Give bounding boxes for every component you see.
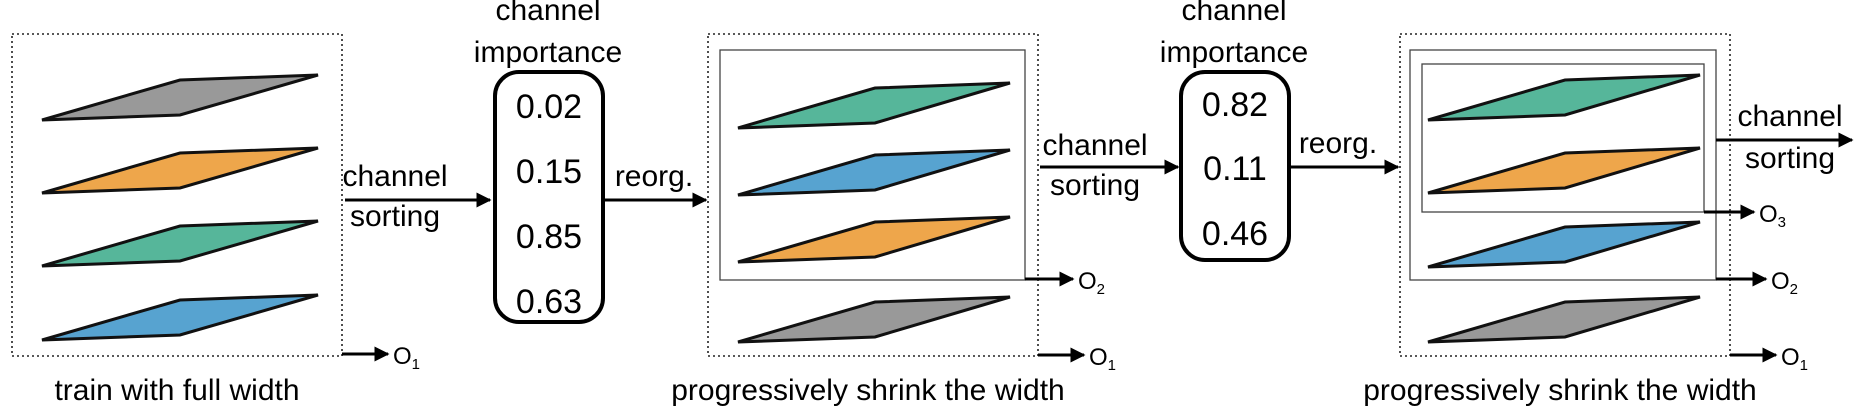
step2-importance-title-top: channel [1181, 0, 1286, 27]
panel3-output-label-1: O1 [1781, 344, 1808, 374]
step1-importance-value: 0.02 [516, 88, 582, 126]
panel3-tail-label-top: channel [1737, 100, 1842, 133]
step2-sorting: channel sorting channel importance 0.82 … [1040, 0, 1400, 262]
panel2-frame [707, 33, 1039, 357]
panel3-plate-2 [1427, 146, 1701, 195]
panel1-plate-3 [41, 219, 319, 268]
step1-importance-title-bottom: importance [474, 36, 622, 69]
step2-importance-title-bottom: importance [1160, 36, 1308, 69]
panel3-plate-4 [1427, 295, 1701, 344]
panel2-plate-1 [737, 81, 1011, 130]
panel2-output-label-1: O1 [1089, 344, 1116, 374]
step2-importance-value: 0.11 [1203, 150, 1267, 188]
panel1-caption: train with full width [54, 374, 299, 407]
panel1-output-label: O1 [393, 343, 420, 373]
panel-full-width: O1 train with full width [11, 33, 420, 407]
step2-reorg-label: reorg. [1299, 127, 1377, 160]
step1-importance-value: 0.15 [516, 153, 582, 191]
panel3-frame [1399, 33, 1731, 357]
step1-importance-value: 0.63 [516, 283, 582, 321]
panel2-plate-2 [737, 148, 1011, 197]
panel1-plate-2 [41, 146, 319, 195]
panel1-plate-1 [41, 73, 319, 122]
step1-importance-title-top: channel [495, 0, 600, 27]
panel-shrink-1: O2 O1 progressively shrink the width [671, 33, 1116, 407]
panel3-subnet-box-inner [1421, 63, 1705, 213]
panel3-plate-3 [1427, 220, 1701, 269]
panel1-plate-4 [41, 293, 319, 342]
panel2-plate-4 [737, 295, 1011, 344]
step1-sorting: channel sorting channel importance 0.02 … [342, 0, 708, 324]
panel1-frame [11, 33, 343, 357]
step1-importance-box [493, 70, 605, 324]
panel3-output-label-2: O2 [1771, 268, 1798, 298]
step2-sort-label-bottom: sorting [1050, 169, 1140, 202]
step2-importance-box [1179, 70, 1291, 262]
step2-sort-label-top: channel [1042, 129, 1147, 162]
panel2-caption: progressively shrink the width [671, 374, 1065, 407]
step2-importance-value: 0.82 [1202, 86, 1268, 124]
panel3-subnet-box-outer [1409, 49, 1717, 281]
panel3-tail-label-bottom: sorting [1745, 142, 1835, 175]
panel-shrink-2: O3 O2 O1 channel sorting progressively s… [1363, 33, 1854, 407]
panel3-output-label-3: O3 [1759, 201, 1786, 231]
panel2-plate-3 [737, 215, 1011, 264]
panel3-plate-1 [1427, 73, 1701, 122]
step1-sort-label-bottom: sorting [350, 200, 440, 233]
panel3-caption: progressively shrink the width [1363, 374, 1757, 407]
step2-importance-value: 0.46 [1202, 215, 1268, 253]
panel2-output-label-2: O2 [1078, 268, 1105, 298]
step1-sort-label-top: channel [342, 160, 447, 193]
panel2-subnet-box [719, 49, 1026, 281]
step1-importance-value: 0.85 [516, 218, 582, 256]
step1-reorg-label: reorg. [615, 160, 693, 193]
